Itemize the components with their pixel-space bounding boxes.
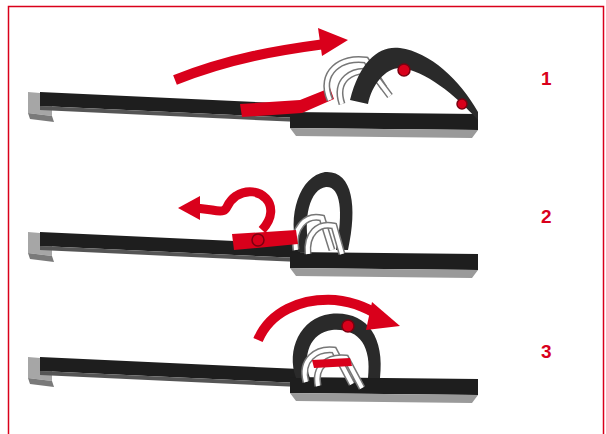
callout-number: 2 — [541, 206, 552, 228]
callout-number: 3 — [541, 341, 552, 363]
step-three-strap — [28, 300, 478, 403]
step-two-strap — [28, 172, 478, 278]
callout-number: 1 — [541, 68, 552, 90]
frame — [9, 7, 604, 434]
step-one-strap — [28, 28, 478, 138]
